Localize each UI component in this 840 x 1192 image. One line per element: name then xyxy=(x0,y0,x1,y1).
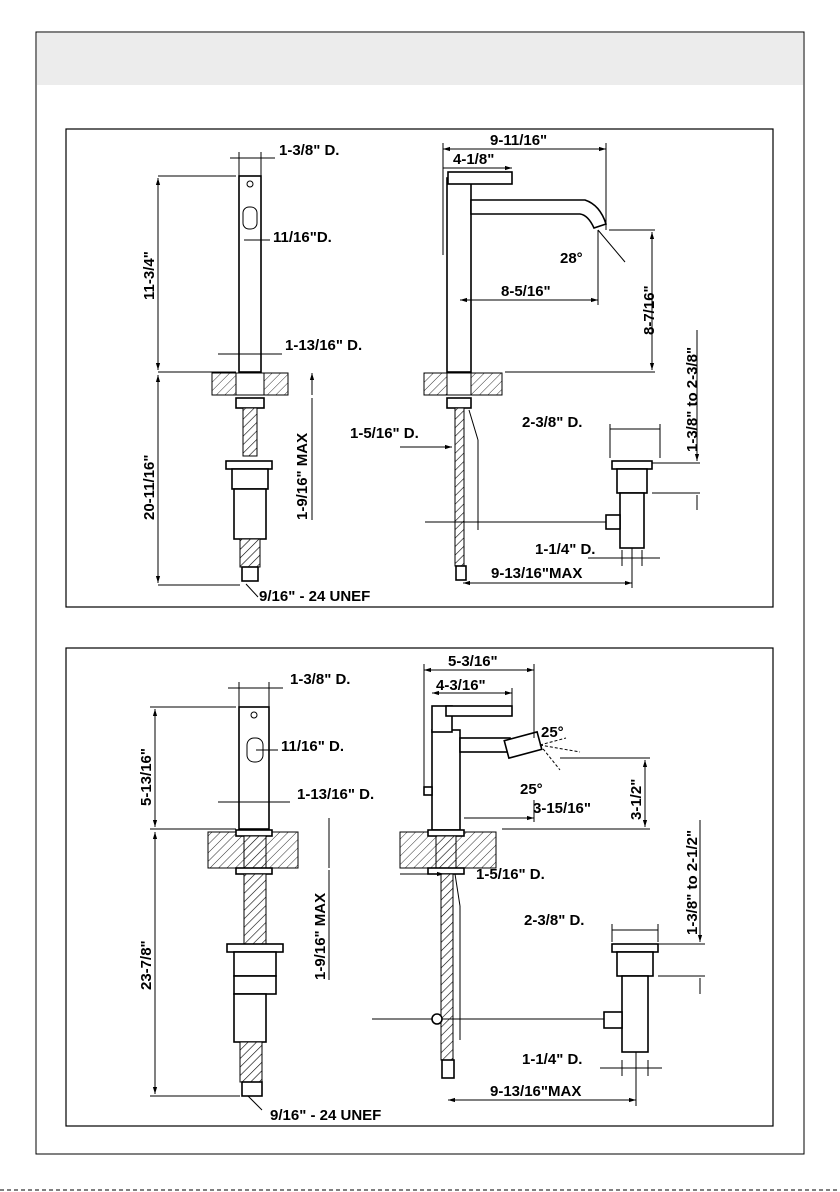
bottom-front-deck-max: 1-9/16" MAX xyxy=(312,893,329,980)
top-front-deck-max: 1-9/16" MAX xyxy=(294,433,311,520)
bottom-side-view xyxy=(372,664,705,1106)
bottom-side-angle-up: 25° xyxy=(541,724,564,741)
bottom-side-d-tail: 1-1/4" D. xyxy=(522,1051,582,1068)
bottom-side-d-hole: 1-5/16" D. xyxy=(476,866,545,883)
top-panel: 1-3/8" D. 11/16"D. 11-3/4" 1-13/16" D. 2… xyxy=(65,128,774,608)
top-side-reach-total: 9-11/16" xyxy=(490,132,547,149)
top-front-d-spout: 1-3/8" D. xyxy=(279,142,339,159)
bottom-front-below-height: 23-7/8" xyxy=(138,940,155,990)
top-side-d-hole: 1-5/16" D. xyxy=(350,425,419,442)
top-front-height: 11-3/4" xyxy=(141,251,158,300)
bottom-panel-border xyxy=(65,647,774,1127)
top-side-drain-range: 1-3/8" to 2-3/8" xyxy=(684,347,701,452)
bottom-front-height: 5-13/16" xyxy=(138,748,155,806)
bottom-side-reach: 3-15/16" xyxy=(533,800,591,817)
top-front-below-height: 20-11/16" xyxy=(141,454,158,520)
top-side-d-drain: 2-3/8" D. xyxy=(522,414,582,431)
top-side-lever: 4-1/8" xyxy=(453,151,494,168)
top-side-reach: 8-5/16" xyxy=(501,283,551,300)
bottom-side-angle-down: 25° xyxy=(520,781,543,798)
top-side-spout-height: 8-7/16" xyxy=(641,285,658,335)
bottom-side-reach-total: 5-3/16" xyxy=(448,653,498,670)
top-side-view xyxy=(400,143,700,588)
top-front-d-base: 1-13/16" D. xyxy=(285,337,362,354)
top-front-d-aerator: 11/16"D. xyxy=(273,229,332,246)
bottom-side-d-drain: 2-3/8" D. xyxy=(524,912,584,929)
bottom-front-d-aerator: 11/16" D. xyxy=(281,738,344,755)
bottom-side-rod-max: 9-13/16"MAX xyxy=(490,1083,581,1100)
top-front-view xyxy=(155,152,315,598)
bottom-front-d-spout: 1-3/8" D. xyxy=(290,671,350,688)
bottom-side-drain-range: 1-3/8" to 2-1/2" xyxy=(684,830,701,935)
top-side-angle: 28° xyxy=(560,250,583,267)
bottom-front-d-base: 1-13/16" D. xyxy=(297,786,374,803)
page-frame xyxy=(35,31,805,1155)
bottom-side-lever: 4-3/16" xyxy=(436,677,486,694)
bottom-front-view xyxy=(150,682,330,1111)
top-side-d-tail: 1-1/4" D. xyxy=(535,541,595,558)
top-panel-border xyxy=(65,128,774,608)
top-side-rod-max: 9-13/16"MAX xyxy=(491,565,582,582)
top-front-thread: 9/16" - 24 UNEF xyxy=(259,588,370,605)
bottom-panel: 1-3/8" D. 11/16" D. 5-13/16" 1-13/16" D.… xyxy=(65,647,774,1127)
bottom-side-spout-height: 3-1/2" xyxy=(628,779,645,820)
bottom-front-thread: 9/16" - 24 UNEF xyxy=(270,1107,381,1124)
header-band xyxy=(37,33,803,85)
